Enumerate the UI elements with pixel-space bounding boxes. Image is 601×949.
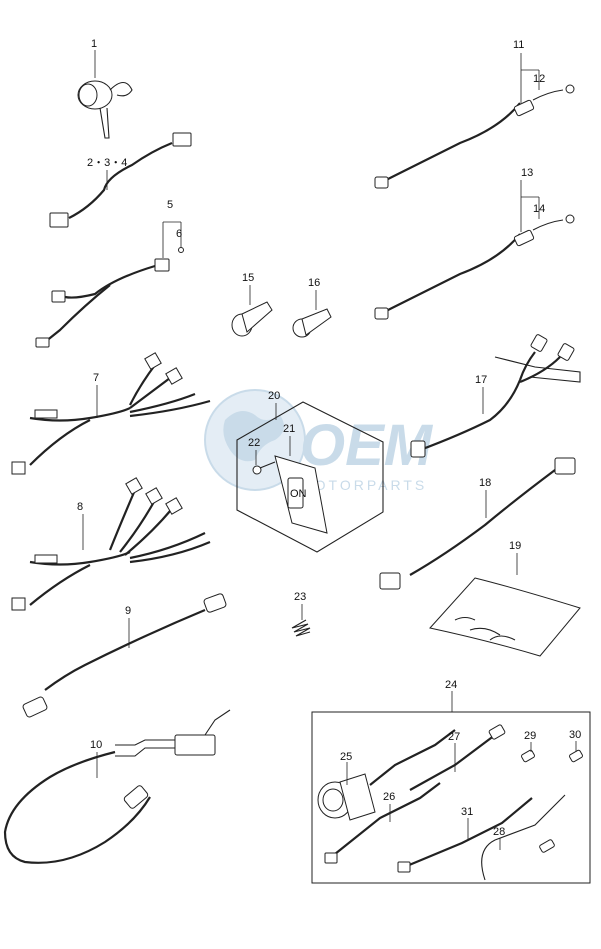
part-22-screw <box>252 461 276 475</box>
callout-10: 10 <box>90 739 102 751</box>
callout-11: 11 <box>513 39 524 51</box>
part-24-kit-frame <box>311 711 591 884</box>
callout-8: 8 <box>77 501 83 513</box>
callout-31: 31 <box>461 806 473 818</box>
callout-6: 6 <box>176 228 182 240</box>
callout-27: 27 <box>448 731 460 743</box>
switch-label: ON <box>290 488 307 500</box>
part-10-harness <box>3 709 231 864</box>
watermark: OEM MOTORPARTS <box>204 389 434 493</box>
callout-20: 20 <box>268 390 280 402</box>
part-15-plug <box>231 301 273 337</box>
callout-18: 18 <box>479 477 491 489</box>
callout-25: 25 <box>340 751 352 763</box>
callout-28: 28 <box>493 826 505 838</box>
part-29-plug <box>521 749 535 763</box>
callout-23: 23 <box>294 591 306 603</box>
part-2-3-4-harness <box>49 132 192 228</box>
callout-22: 22 <box>248 437 260 449</box>
callout-13: 13 <box>521 167 533 179</box>
callout-30: 30 <box>569 729 581 741</box>
part-11-harness <box>374 84 575 189</box>
part-18-harness <box>379 457 576 590</box>
callout-15: 15 <box>242 272 254 284</box>
part-8-harness <box>11 477 211 611</box>
part-20-assembly-box <box>236 401 384 553</box>
callout-21: 21 <box>283 423 295 435</box>
callout-5: 5 <box>167 199 173 211</box>
part-13-harness <box>374 214 575 320</box>
part-6-small <box>178 247 184 253</box>
part-17-harness <box>410 334 581 458</box>
callout-16: 16 <box>308 277 320 289</box>
part-26-harness <box>324 782 441 864</box>
callout-26: 26 <box>383 791 395 803</box>
part-23-spring <box>291 619 311 637</box>
part-25-gauge <box>317 729 456 821</box>
callout-12: 12 <box>533 73 545 85</box>
callout-9: 9 <box>125 605 131 617</box>
part-28-harness <box>481 794 566 881</box>
callout-29: 29 <box>524 730 536 742</box>
part-7-harness <box>11 352 211 475</box>
part-31-harness <box>397 797 533 873</box>
callout-24: 24 <box>445 679 457 691</box>
watermark-subtitle: MOTORPARTS <box>300 477 427 493</box>
part-19-bag <box>429 577 581 657</box>
callout-7: 7 <box>93 372 99 384</box>
callout-2-3-4: 2・3・4 <box>87 157 127 169</box>
watermark-continents <box>223 411 284 462</box>
part-1-cap <box>77 80 133 139</box>
part-9-cable <box>22 593 227 718</box>
callout-19: 19 <box>509 540 521 552</box>
part-21-switch: ON <box>274 455 328 534</box>
part-16-plug <box>292 308 332 338</box>
callout-14: 14 <box>533 203 545 215</box>
callout-17: 17 <box>475 374 487 386</box>
part-5-harness <box>35 258 170 348</box>
callout-1: 1 <box>91 38 97 50</box>
part-30-plug <box>569 749 583 763</box>
